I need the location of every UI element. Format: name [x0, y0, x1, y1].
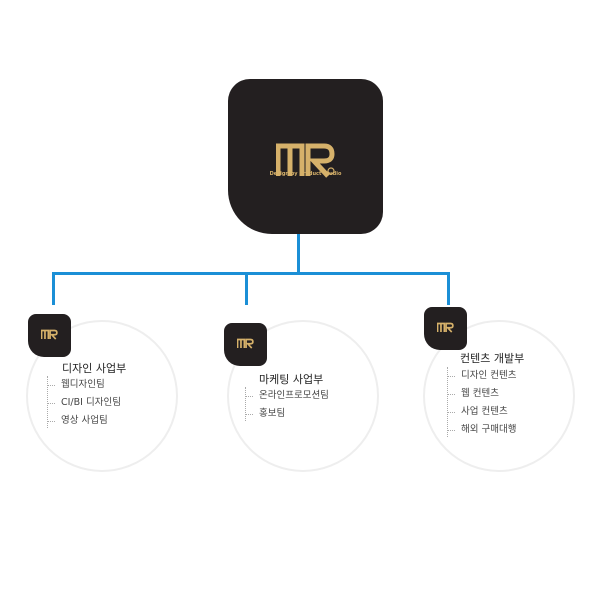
mr-logo-icon	[437, 322, 454, 333]
team-list: 디자인 컨텐츠 웹 컨텐츠 사업 컨텐츠 해외 구매대행	[447, 367, 516, 439]
tree-guide	[47, 376, 48, 428]
team-item: 영상 사업팀	[47, 412, 121, 430]
team-list: 웹디자인팀 CI/BI 디자인팀 영상 사업팀	[47, 376, 121, 430]
department-badge-design	[28, 314, 71, 357]
department-title: 디자인 사업부	[62, 362, 127, 375]
team-item: 웹 컨텐츠	[447, 385, 516, 403]
department-title: 컨텐츠 개발부	[460, 352, 525, 365]
team-item: 홍보팀	[245, 405, 329, 423]
company-logo-box: Design by Product Studio	[228, 79, 383, 234]
mr-logo-icon	[41, 329, 58, 340]
team-item: 해외 구매대행	[447, 421, 516, 439]
connector-right	[447, 272, 450, 305]
team-item: 온라인프로모션팀	[245, 387, 329, 405]
connector-middle	[245, 272, 248, 305]
department-badge-contents	[424, 307, 467, 350]
department-badge-marketing	[224, 323, 267, 366]
company-tagline: Design by Product Studio	[269, 171, 342, 177]
team-item: CI/BI 디자인팀	[47, 394, 121, 412]
tree-guide	[245, 387, 246, 421]
mr-logo-icon	[237, 338, 254, 349]
tree-guide	[447, 367, 448, 437]
connector-trunk	[297, 234, 300, 274]
connector-left	[52, 272, 55, 305]
mr-logo-icon	[276, 143, 335, 178]
team-list: 온라인프로모션팀 홍보팀	[245, 387, 329, 423]
team-item: 웹디자인팀	[47, 376, 121, 394]
connector-horizontal	[52, 272, 450, 275]
team-item: 디자인 컨텐츠	[447, 367, 516, 385]
department-title: 마케팅 사업부	[259, 373, 324, 386]
team-item: 사업 컨텐츠	[447, 403, 516, 421]
